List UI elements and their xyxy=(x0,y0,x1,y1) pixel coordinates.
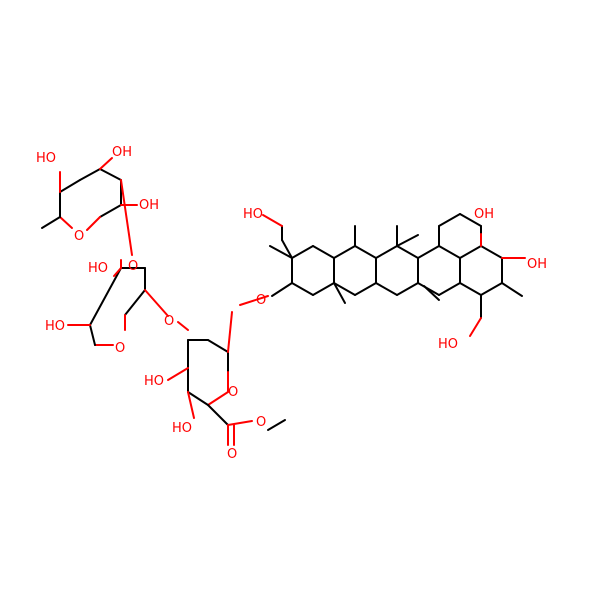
carbonyl-oxygen: O xyxy=(227,447,237,462)
rha-hydroxyl-a: HO xyxy=(36,151,56,166)
hydroxyl-c21: OH xyxy=(527,257,547,272)
xyl-link-oxygen: O xyxy=(164,314,174,329)
hydroxymethyl-bottom: HO xyxy=(438,337,458,352)
glca-hydroxyl-a: HO xyxy=(144,374,164,389)
hydroxyl-c22: OH xyxy=(474,207,494,222)
glca-ring-oxygen: O xyxy=(228,385,238,400)
ester-oxygen: O xyxy=(256,415,266,430)
hydroxymethyl-top: HO xyxy=(243,207,263,222)
atom-labels: HO OH OH O O HO HO O O O HO HO O O O HO … xyxy=(36,145,547,462)
rha-hydroxyl-c: OH xyxy=(139,198,159,213)
rha-link-oxygen: O xyxy=(128,259,138,274)
aglycone-link-oxygen: O xyxy=(256,293,266,308)
xyl-hydroxyl-b: HO xyxy=(45,319,65,334)
rha-ring-oxygen: O xyxy=(74,229,84,244)
xyl-hydroxyl-a: HO xyxy=(88,261,108,276)
xyl-ring-oxygen: O xyxy=(115,341,125,356)
rha-hydroxyl-b: OH xyxy=(112,145,132,160)
glca-hydroxyl-b: HO xyxy=(172,421,192,436)
bond-lines xyxy=(41,157,526,446)
